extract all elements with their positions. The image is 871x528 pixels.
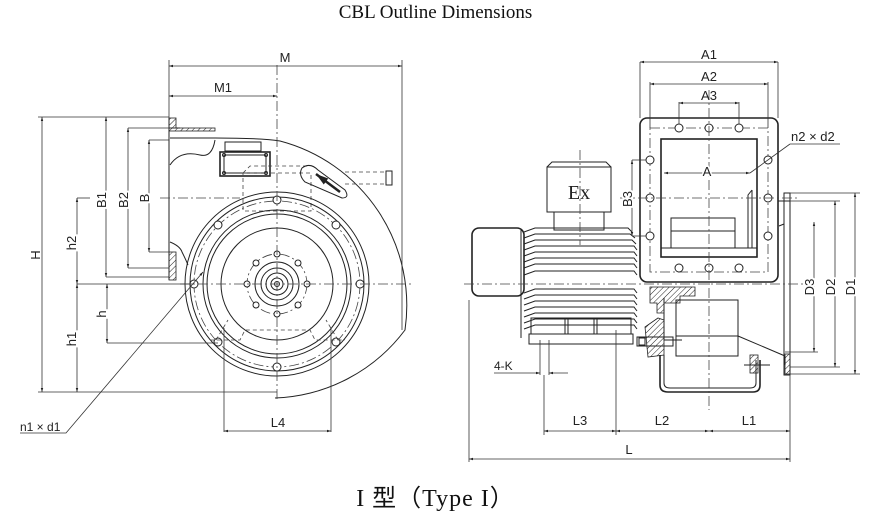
dim-B3: B3 <box>620 191 635 207</box>
dim-M1: M1 <box>214 80 232 95</box>
dim-n2-d2: n2 × d2 <box>791 129 835 144</box>
dim-D2: D2 <box>823 279 838 296</box>
bolt <box>636 336 674 347</box>
rotation-slot <box>300 164 348 199</box>
dim-n1-d1: n1 × d1 <box>20 420 61 434</box>
dim-L: L <box>625 442 632 457</box>
motor-fan-cover <box>471 227 525 297</box>
motor-fins <box>523 227 638 330</box>
dim-L1: L1 <box>742 413 756 428</box>
dim-L4: L4 <box>271 415 285 430</box>
flange-top <box>168 117 177 129</box>
inlet-cone <box>659 355 761 393</box>
motor-feet <box>528 333 634 345</box>
dim-A: A <box>703 164 712 179</box>
drawing-title: CBL Outline Dimensions <box>338 2 533 23</box>
dim-4-K: 4-K <box>494 359 513 373</box>
dim-B: B <box>137 194 152 203</box>
type-caption: I 型（Type I） <box>356 486 515 512</box>
dim-B2: B2 <box>116 192 131 208</box>
front-view: M M1 H B1 B2 B h2 h1 h L4 n1 × d1 <box>20 50 412 434</box>
dim-h1: h1 <box>64 332 79 346</box>
dim-h: h <box>94 310 109 317</box>
dim-A1: A1 <box>701 47 717 62</box>
dim-M: M <box>280 50 291 65</box>
dim-H: H <box>28 250 43 259</box>
flange-bottom <box>168 251 177 281</box>
dim-L2: L2 <box>655 413 669 428</box>
side-view: Ex <box>464 47 860 462</box>
ex-mark: Ex <box>568 182 590 204</box>
dim-D1: D1 <box>843 279 858 296</box>
dim-L3: L3 <box>573 413 587 428</box>
dim-h2: h2 <box>64 236 79 250</box>
dim-A2: A2 <box>701 69 717 84</box>
volute-outline <box>170 137 408 399</box>
rotation-arrow-icon <box>315 173 341 193</box>
dim-A3: A3 <box>701 88 717 103</box>
dim-B1: B1 <box>94 192 109 208</box>
dim-D3: D3 <box>802 279 817 296</box>
